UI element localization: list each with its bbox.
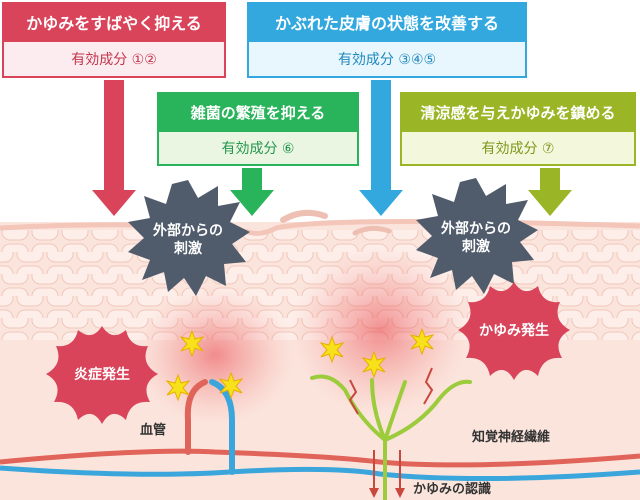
inflammation-label: 炎症発生 — [74, 367, 130, 383]
callout-title: 清涼感を与えかゆみを鎮める — [400, 92, 636, 132]
blood-vessel-label: 血管 — [140, 423, 167, 438]
damaged-skin-flake — [352, 225, 392, 236]
arrow-skin-repair — [359, 80, 403, 216]
callout-ingredient: 有効成分 ⑥ — [157, 132, 359, 166]
capillary-blue — [209, 379, 235, 475]
stimulus-burst — [416, 178, 538, 294]
itch-burst — [458, 282, 570, 380]
callout-ingredient: 有効成分 ①② — [2, 42, 226, 78]
callout-cooling: 清涼感を与えかゆみを鎮める 有効成分 ⑦ — [400, 92, 636, 166]
itch-occurs-label: かゆみ発生 — [479, 323, 549, 339]
capillary-red — [184, 379, 208, 455]
stimulus-line2: 刺激 — [174, 241, 202, 257]
callout-ingredient: 有効成分 ③④⑤ — [247, 42, 527, 78]
callout-title: 雑菌の繁殖を抑える — [157, 92, 359, 132]
arrow-germ-suppress — [230, 168, 274, 216]
itch-recognition-label: かゆみの認識 — [413, 482, 492, 497]
callout-title: かぶれた皮膚の状態を改善する — [247, 2, 527, 42]
blood-vessel-blue — [0, 465, 640, 482]
callout-skin-repair: かぶれた皮膚の状態を改善する 有効成分 ③④⑤ — [247, 2, 527, 78]
stimulus-burst — [128, 180, 250, 296]
inflammation-area — [135, 285, 295, 425]
stimulus-line1: 外部からの — [153, 223, 223, 239]
arrowhead — [395, 488, 405, 498]
nerve-signal-arrow — [348, 367, 434, 492]
inflammation-burst — [46, 326, 158, 424]
arrow-cooling — [528, 168, 572, 216]
stimulus-label-left: 外部からの 刺激 — [146, 222, 230, 258]
callout-itch-suppress: かゆみをすばやく抑える 有効成分 ①② — [2, 2, 226, 78]
sensory-nerve-label: 知覚神経繊維 — [472, 430, 551, 445]
blood-vessel-red — [0, 448, 640, 468]
arrowhead — [369, 488, 379, 498]
stimulus-line1: 外部からの — [441, 221, 511, 237]
stimulus-line2: 刺激 — [462, 239, 490, 255]
damaged-skin-flake — [280, 209, 328, 223]
callout-ingredient: 有効成分 ⑦ — [400, 132, 636, 166]
nerve-fiber — [310, 374, 472, 500]
callout-germ-suppress: 雑菌の繁殖を抑える 有効成分 ⑥ — [157, 92, 359, 166]
stimulus-label-right: 外部からの 刺激 — [434, 220, 518, 256]
inflammation-area — [290, 245, 470, 415]
arrow-itch-suppress — [92, 80, 136, 216]
epidermis-row — [0, 230, 640, 252]
callout-title: かゆみをすばやく抑える — [2, 2, 226, 42]
itch-spark — [165, 327, 435, 402]
